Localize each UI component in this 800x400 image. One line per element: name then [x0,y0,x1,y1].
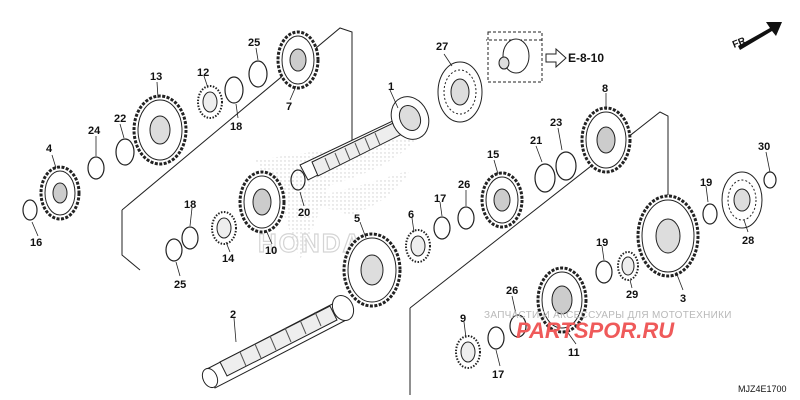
part-label: 9 [460,313,466,325]
part-label: 19 [596,237,608,249]
part-label: 10 [265,245,277,257]
part-label: 12 [197,67,209,79]
part-label: 13 [150,71,162,83]
needle-bearing-part-14 [211,211,237,245]
part-label: 3 [680,293,686,305]
ref-inset-part [498,38,530,74]
part-label: 18 [184,199,196,211]
washers-and-circlips [22,60,777,350]
part-label: 22 [114,113,126,125]
gear-part-3 [636,194,700,278]
gear-part-10 [238,170,286,234]
front-direction-arrow-icon [738,22,782,50]
gear-part-11 [536,266,588,334]
gear-part-4 [39,165,81,221]
part-label: 6 [408,209,414,221]
gear-part-7 [276,30,320,90]
part-label: 5 [354,213,360,225]
part-label: 23 [550,117,562,129]
main-shaft-part-1 [299,96,430,181]
needle-bearing-part-29 [617,251,639,281]
watermark-tagline: ЗАПЧАСТИ И АКСЕССУАРЫ ДЛЯ МОТОТЕХНИКИ [484,310,732,321]
part-label: 20 [298,207,310,219]
part-label: 21 [530,135,542,147]
part-label: 1 [388,81,394,93]
part-label: 29 [626,289,638,301]
front-direction-label: FR. [731,34,750,50]
part-label: 26 [458,179,470,191]
part-label: 15 [487,149,499,161]
figure-code: MJZ4E1700 [738,384,787,394]
needle-bearing-part-6 [405,229,431,263]
bearing-part-27 [437,61,483,123]
honda-brand-watermark: HONDA [258,228,363,258]
part-label: 26 [506,285,518,297]
bearing-part-28 [721,171,763,229]
part-label: 16 [30,237,42,249]
part-label: 17 [492,369,504,381]
part-labels: 1 2 3 4 5 6 7 8 9 10 11 12 13 14 15 16 1… [30,37,770,381]
ref-arrow-icon [545,47,567,69]
part-label: 25 [174,279,186,291]
part-label: 19 [700,177,712,189]
gear-part-13 [132,94,188,166]
part-label: 17 [434,193,446,205]
leader-lines [31,47,771,367]
part-label: 11 [568,347,580,359]
part-label: 4 [46,143,53,155]
part-label: 27 [436,41,448,53]
part-label: 30 [758,141,770,153]
gear-part-15 [480,171,524,229]
gear-part-8 [580,106,632,174]
gear-part-5 [342,232,402,308]
part-label: 28 [742,235,754,247]
part-label: 2 [230,309,236,321]
part-label: 25 [248,37,260,49]
needle-bearing-part-9 [455,335,481,369]
countershaft-part-2 [201,294,355,389]
part-label: 14 [222,253,235,265]
part-label: 7 [286,101,292,113]
part-label: 18 [230,121,242,133]
watermark-site: PARTSPOR.RU [516,318,675,343]
ref-code-label: E-8-10 [568,51,604,65]
part-label: 24 [88,125,101,137]
part-label: 8 [602,83,608,95]
needle-bearing-part-12 [197,85,223,119]
